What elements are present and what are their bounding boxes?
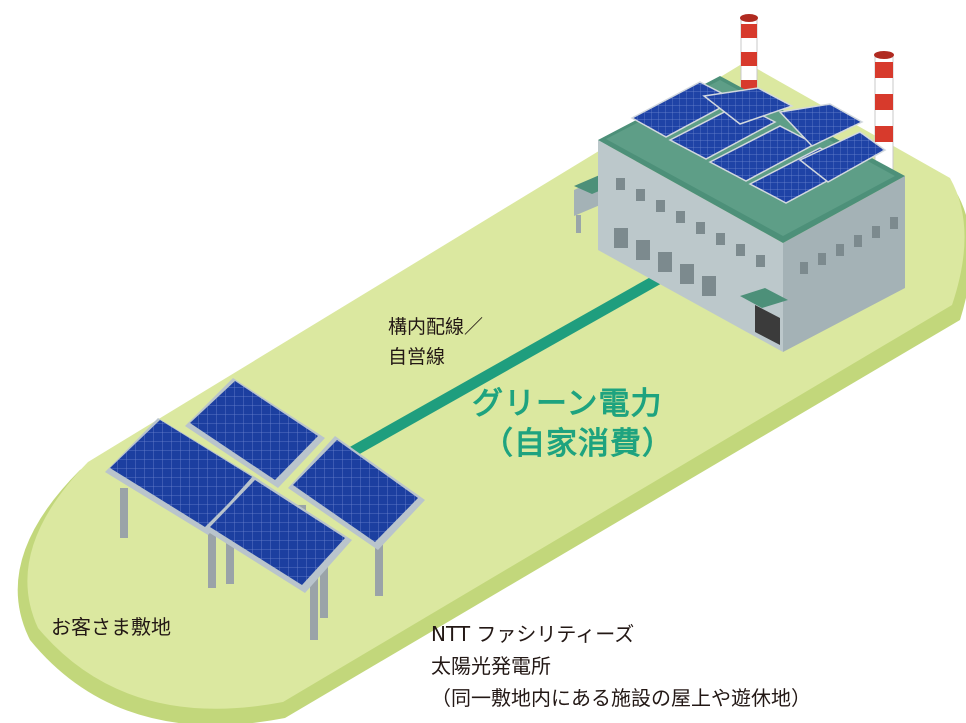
solar-panel-icon	[105, 418, 260, 535]
power-line	[349, 273, 663, 457]
wiring-label-line1: 構内配線／	[388, 316, 484, 338]
solar-panel-icon	[288, 436, 425, 550]
chimney-icon	[740, 14, 758, 111]
wiring-label-line2: 自営線	[388, 346, 446, 368]
green-power-title: グリーン電力	[472, 386, 663, 422]
green-power-label: グリーン電力 （自家消費）	[472, 384, 674, 464]
factory-building-icon	[574, 14, 905, 352]
green-power-subtitle: （自家消費）	[482, 426, 674, 462]
roof-solar-panels	[630, 81, 887, 204]
ground-solar-arrays	[105, 378, 425, 640]
ntt-plant-name: 太陽光発電所	[431, 654, 551, 678]
chimney-icon	[874, 51, 894, 176]
solar-panel-icon	[185, 378, 325, 488]
windows	[614, 178, 898, 296]
ntt-plant-label: NTT ファシリティーズ 太陽光発電所 （同一敷地内にある施設の屋上や遊休地）	[431, 618, 811, 714]
customer-site-label: お客さま敷地	[51, 615, 171, 639]
solar-panel-icon	[205, 476, 352, 593]
ntt-plant-note: （同一敷地内にある施設の屋上や遊休地）	[431, 686, 811, 710]
wiring-label: 構内配線／ 自営線	[388, 312, 483, 372]
ntt-company-name: NTT ファシリティーズ	[431, 622, 635, 646]
